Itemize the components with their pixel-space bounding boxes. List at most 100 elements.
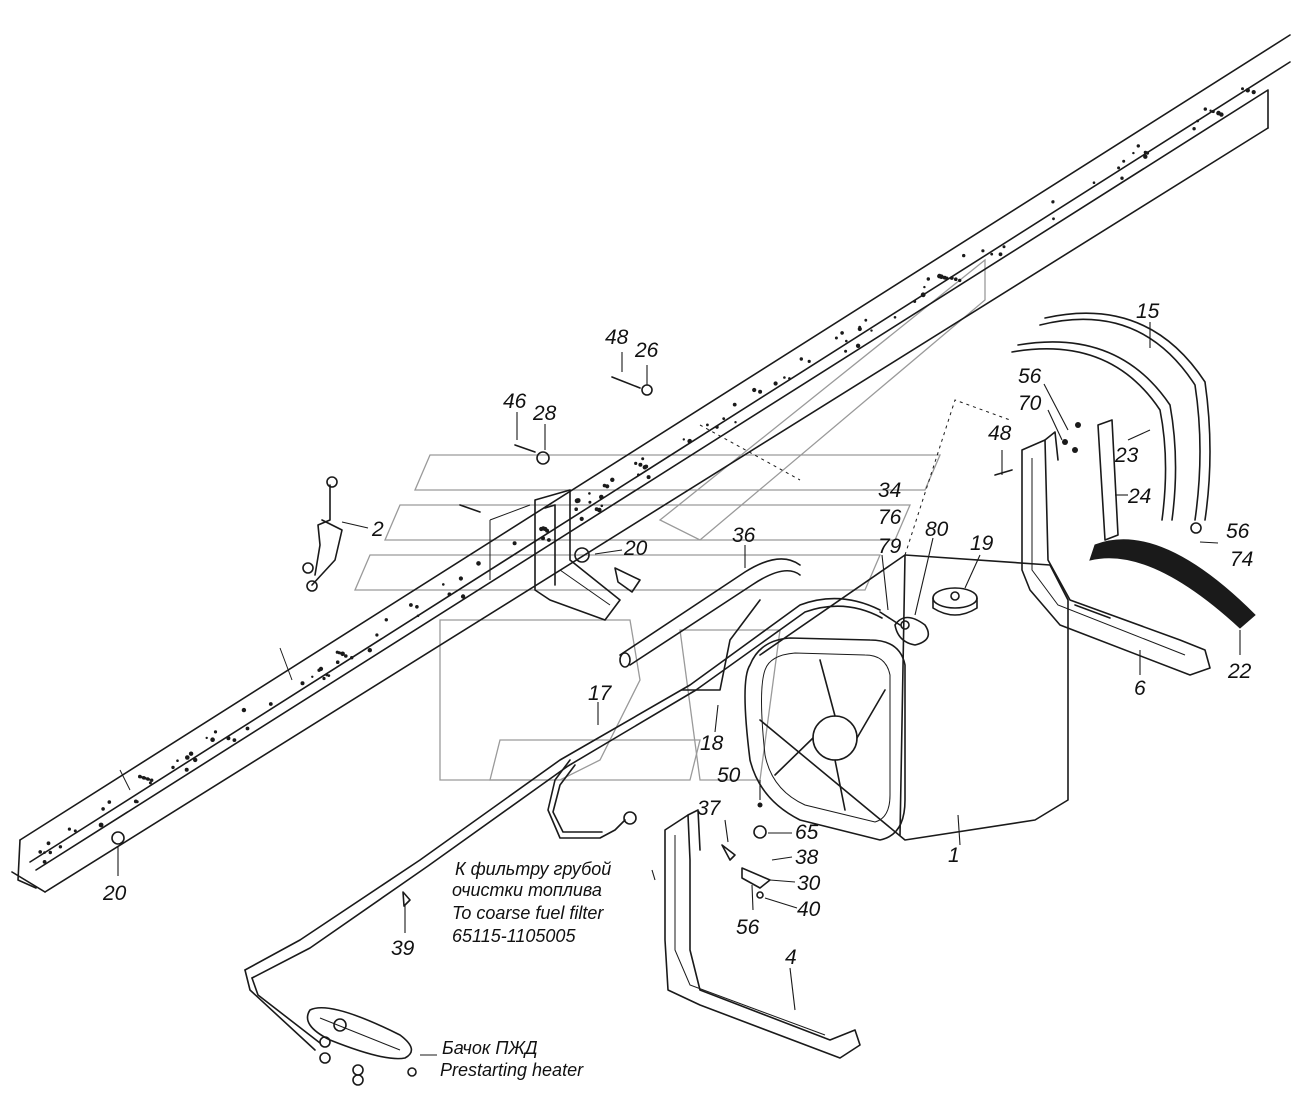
callout-76: 76 xyxy=(878,506,902,529)
rivet-hole xyxy=(1209,109,1212,112)
rivet-hole xyxy=(213,730,218,734)
rivet-hole xyxy=(107,800,112,804)
filter-part-number: 65115-1105005 xyxy=(452,926,576,946)
heater-note-ru: Бачок ПЖД xyxy=(442,1038,538,1058)
rivet-hole xyxy=(732,402,737,407)
callout-4: 4 xyxy=(785,946,797,969)
rivet-hole xyxy=(311,675,314,678)
rivet-hole xyxy=(1247,89,1250,92)
rivet-hole xyxy=(949,276,954,280)
rivet-hole xyxy=(337,651,341,655)
rivet-hole xyxy=(232,738,237,742)
rivet-hole xyxy=(758,389,763,394)
rivet-hole xyxy=(634,461,638,465)
rubber-pad xyxy=(1089,539,1256,629)
rivet-hole xyxy=(893,316,897,319)
rivet-hole xyxy=(845,339,848,343)
callout-24: 24 xyxy=(1127,485,1151,508)
rivet-hole xyxy=(317,668,321,672)
rivet-hole xyxy=(327,674,331,677)
rivet-hole xyxy=(38,850,42,854)
rivet-hole xyxy=(547,538,551,542)
rivet-hole xyxy=(998,252,1003,257)
fuel-hose xyxy=(619,558,801,668)
annotations: К фильтру грубой очистки топлива To coar… xyxy=(440,859,611,1080)
callout-56-right: 56 xyxy=(1226,520,1250,543)
rivet-hole xyxy=(610,477,615,482)
tank-support-bracket-front xyxy=(664,809,861,1059)
rivet-hole xyxy=(844,349,848,353)
callout-19: 19 xyxy=(970,532,994,555)
rivet-hole xyxy=(1241,87,1244,91)
rivet-hole xyxy=(605,484,610,489)
filter-note-en: To coarse fuel filter xyxy=(452,903,604,923)
callout-26: 26 xyxy=(634,339,659,362)
callout-23: 23 xyxy=(1114,444,1139,467)
rivet-hole xyxy=(1132,151,1135,155)
rivet-hole xyxy=(944,276,949,281)
rivet-hole xyxy=(574,498,580,504)
rivet-hole xyxy=(543,526,548,532)
callout-56-top: 56 xyxy=(1018,365,1042,388)
rivet-hole xyxy=(139,775,143,779)
callout-40: 40 xyxy=(797,898,821,921)
sensor-wire-assembly xyxy=(302,476,343,592)
tank-support-bracket-rear xyxy=(1021,431,1211,676)
rivet-hole xyxy=(954,277,958,282)
rivet-hole xyxy=(752,387,757,393)
rivet-hole xyxy=(1192,127,1196,131)
rivet-hole xyxy=(322,676,326,681)
rivet-hole xyxy=(48,850,52,855)
rivet-hole xyxy=(98,822,104,828)
rivet-hole xyxy=(268,702,273,706)
rivet-hole xyxy=(188,751,194,756)
rivet-hole xyxy=(541,536,545,541)
rivet-hole xyxy=(574,507,578,512)
rivet-hole xyxy=(834,336,838,340)
rivet-hole xyxy=(600,504,604,508)
callout-2: 2 xyxy=(371,518,384,541)
rivet-hole xyxy=(193,757,198,763)
callout-30: 30 xyxy=(797,872,821,895)
callout-20-lower: 20 xyxy=(102,882,127,905)
rivet-hole xyxy=(135,800,139,804)
fuel-tank xyxy=(699,399,1069,841)
rivet-hole xyxy=(67,827,71,831)
heater-note-en: Prestarting heater xyxy=(440,1060,584,1080)
rivet-hole xyxy=(143,776,147,780)
rivet-hole xyxy=(1203,107,1208,111)
rivet-hole xyxy=(644,464,649,469)
rivet-hole xyxy=(773,381,778,386)
callout-39: 39 xyxy=(391,937,415,960)
rivet-hole xyxy=(588,492,591,495)
callout-50: 50 xyxy=(717,764,741,787)
rivet-hole xyxy=(840,331,844,335)
rivet-hole xyxy=(367,648,372,653)
rivet-hole xyxy=(962,253,966,258)
rivet-hole xyxy=(245,726,250,731)
callout-20-upper: 20 xyxy=(623,537,648,560)
rivet-hole xyxy=(1216,110,1221,116)
rivet-hole xyxy=(641,457,645,461)
rivet-hole xyxy=(101,807,105,811)
rivet-hole xyxy=(460,594,466,599)
rivet-hole xyxy=(447,592,452,597)
callout-79: 79 xyxy=(878,535,902,558)
rivet-hole xyxy=(458,576,463,581)
rivet-hole xyxy=(958,278,962,283)
rivet-hole xyxy=(1136,144,1141,148)
rivet-hole xyxy=(864,318,868,322)
callout-56-bottom: 56 xyxy=(736,916,760,939)
rivet-hole xyxy=(1211,109,1215,114)
rivet-hole xyxy=(1002,245,1006,249)
rivet-hole xyxy=(176,759,179,762)
filter-note-ru-line1: К фильтру грубой xyxy=(455,859,611,879)
rivet-hole xyxy=(375,633,379,637)
rivet-hole xyxy=(579,516,584,522)
rivet-hole xyxy=(715,425,719,429)
tank-strap xyxy=(1011,312,1211,541)
callout-6: 6 xyxy=(1134,677,1146,700)
rivet-hole xyxy=(788,377,791,380)
rivet-hole xyxy=(1051,200,1055,204)
